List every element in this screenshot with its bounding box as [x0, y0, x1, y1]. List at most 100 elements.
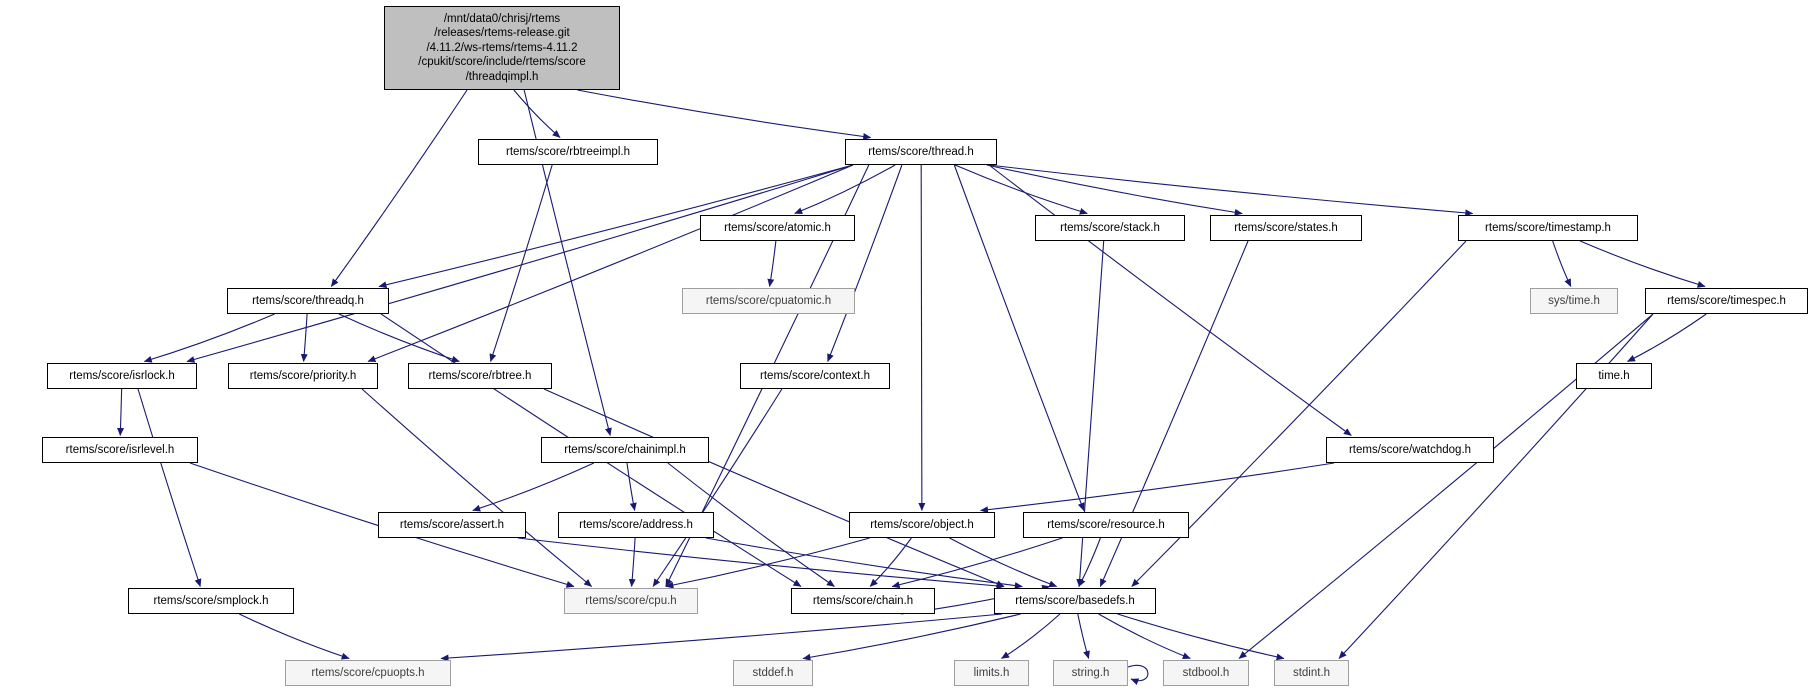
include-edge-atomic-to-cpuatomic — [767, 240, 777, 287]
graph-node-label: /mnt/data0/chrisj/rtems — [443, 12, 561, 25]
graph-node-label: rtems/score/cpuopts.h — [311, 666, 425, 679]
graph-node-smplock[interactable]: rtems/score/smplock.h — [128, 588, 294, 614]
graph-node-label: rtems/score/timestamp.h — [1485, 221, 1611, 234]
graph-node-limits: limits.h — [954, 660, 1029, 686]
include-edge-thread-to-watchdog — [988, 164, 1352, 436]
graph-node-label: rtems/score/priority.h — [249, 369, 357, 382]
include-edge-isrlock-to-smplock — [137, 388, 202, 587]
graph-node-label: rtems/score/stack.h — [1060, 221, 1160, 234]
include-edge-thread-to-context — [827, 164, 903, 362]
graph-node-chainimpl[interactable]: rtems/score/chainimpl.h — [541, 437, 709, 463]
graph-node-priority[interactable]: rtems/score/priority.h — [228, 363, 378, 389]
include-edge-basedefs-to-stdbool — [1098, 613, 1191, 660]
graph-node-rbtree[interactable]: rtems/score/rbtree.h — [408, 363, 552, 389]
include-edge-timestamp-to-systime — [1552, 240, 1572, 287]
graph-node-stdint: stdint.h — [1274, 660, 1349, 686]
graph-node-label: rtems/score/resource.h — [1047, 518, 1165, 531]
graph-node-label: rtems/score/timespec.h — [1667, 294, 1786, 307]
graph-node-chain[interactable]: rtems/score/chain.h — [791, 588, 935, 614]
graph-node-rbtreeimpl[interactable]: rtems/score/rbtreeimpl.h — [478, 139, 658, 165]
graph-node-label: stdbool.h — [1182, 666, 1230, 679]
graph-node-stddef: stddef.h — [733, 660, 813, 686]
include-edge-thread-to-states — [986, 164, 1243, 216]
graph-node-label: /releases/rtems-release.git — [434, 27, 570, 40]
graph-node-stdbool: stdbool.h — [1163, 660, 1249, 686]
include-edge-thread-to-threadq — [378, 164, 854, 289]
graph-node-context[interactable]: rtems/score/context.h — [740, 363, 890, 389]
graph-node-string: string.h — [1053, 660, 1128, 686]
graph-node-stack[interactable]: rtems/score/stack.h — [1035, 215, 1185, 241]
include-edge-threadqimpl-to-threadq — [330, 89, 468, 287]
graph-node-cpuatomic: rtems/score/cpuatomic.h — [682, 288, 855, 314]
graph-node-cpu: rtems/score/cpu.h — [564, 588, 698, 614]
graph-node-label: rtems/score/watchdog.h — [1348, 443, 1472, 456]
include-edge-chainimpl-to-address — [626, 462, 637, 511]
graph-node-address[interactable]: rtems/score/address.h — [558, 512, 714, 538]
include-edge-smplock-to-cpuopts — [239, 613, 350, 660]
graph-node-timestamp[interactable]: rtems/score/timestamp.h — [1458, 215, 1638, 241]
include-edge-chainimpl-to-chain — [667, 462, 835, 587]
include-edge-basedefs-to-limits — [1001, 613, 1061, 659]
graph-node-states[interactable]: rtems/score/states.h — [1210, 215, 1362, 241]
include-edge-priority-to-cpu — [361, 388, 593, 587]
include-edge-thread-to-atomic — [794, 164, 896, 215]
graph-node-assert[interactable]: rtems/score/assert.h — [378, 512, 526, 538]
graph-node-watchdog[interactable]: rtems/score/watchdog.h — [1326, 437, 1494, 463]
graph-node-isrlock[interactable]: rtems/score/isrlock.h — [47, 363, 197, 389]
include-edge-rbtreeimpl-to-rbtree — [489, 164, 553, 362]
include-edge-thread-to-resource — [953, 164, 1085, 511]
graph-node-label: rtems/score/rbtree.h — [428, 369, 532, 382]
graph-node-threadq[interactable]: rtems/score/threadq.h — [227, 288, 389, 314]
include-edge-timespec-to-stdbool — [1238, 313, 1654, 659]
graph-node-label: rtems/score/basedefs.h — [1015, 594, 1135, 607]
graph-node-basedefs[interactable]: rtems/score/basedefs.h — [994, 588, 1156, 614]
include-edge-resource-to-chain — [891, 537, 1063, 589]
graph-node-thread[interactable]: rtems/score/thread.h — [845, 139, 997, 165]
graph-node-isrlevel[interactable]: rtems/score/isrlevel.h — [42, 437, 198, 463]
include-edge-threadq-to-priority — [300, 313, 308, 362]
include-edge-thread-to-stack — [954, 164, 1088, 215]
graph-node-label: rtems/score/object.h — [870, 518, 974, 531]
graph-node-label: stdint.h — [1292, 666, 1331, 679]
include-edge-basedefs-to-cpuopts — [440, 613, 1003, 662]
graph-node-label: rtems/score/context.h — [760, 369, 870, 382]
include-edge-isrlock-to-isrlevel — [117, 388, 125, 436]
include-edge-thread-to-isrlock — [186, 164, 854, 363]
include-edge-assert-to-basedefs — [517, 537, 1005, 590]
graph-node-timespec[interactable]: rtems/score/timespec.h — [1645, 288, 1808, 314]
graph-node-resource[interactable]: rtems/score/resource.h — [1023, 512, 1189, 538]
graph-node-label: rtems/score/atomic.h — [724, 221, 831, 234]
include-edge-rbtree-to-basedefs — [543, 388, 1005, 588]
graph-node-atomic[interactable]: rtems/score/atomic.h — [700, 215, 855, 241]
include-edge-context-to-cpu — [652, 388, 783, 587]
graph-node-object[interactable]: rtems/score/object.h — [849, 512, 995, 538]
graph-node-timeh[interactable]: time.h — [1576, 363, 1652, 389]
graph-node-cpuopts: rtems/score/cpuopts.h — [285, 660, 451, 686]
include-edge-threadqimpl-to-thread — [577, 89, 872, 140]
include-edge-threadqimpl-to-rbtreeimpl — [513, 89, 561, 138]
graph-node-label: rtems/score/threadq.h — [252, 294, 364, 307]
graph-node-label: limits.h — [973, 666, 1010, 679]
include-edge-basedefs-to-stddef — [802, 613, 1021, 661]
include-edge-object-to-chain — [869, 537, 912, 587]
graph-node-label: /4.11.2/ws-rtems/rtems-4.11.2 — [426, 41, 578, 54]
graph-node-label: rtems/score/isrlock.h — [69, 369, 175, 382]
include-edge-object-to-cpu — [665, 537, 870, 589]
include-edge-threadq-to-isrlock — [143, 313, 275, 363]
graph-node-label: string.h — [1071, 666, 1110, 679]
include-edge-basedefs-to-stdint — [1117, 613, 1285, 661]
graph-node-label: rtems/score/cpu.h — [585, 594, 677, 607]
edge-group — [117, 89, 1707, 685]
include-edge-thread-to-timestamp — [988, 164, 1474, 217]
graph-node-label: rtems/score/states.h — [1234, 221, 1338, 234]
include-edge-resource-to-basedefs — [1078, 537, 1101, 587]
graph-node-label: rtems/score/cpuatomic.h — [705, 294, 832, 307]
include-edge-timestamp-to-basedefs — [1131, 240, 1467, 587]
graph-node-label: rtems/score/assert.h — [399, 518, 505, 531]
include-edge-chainimpl-to-assert — [472, 462, 595, 512]
include-edge-threadqimpl-to-chainimpl — [523, 89, 612, 436]
include-edge-address-to-basedefs — [705, 537, 1023, 590]
graph-node-label: rtems/score/isrlevel.h — [65, 443, 175, 456]
